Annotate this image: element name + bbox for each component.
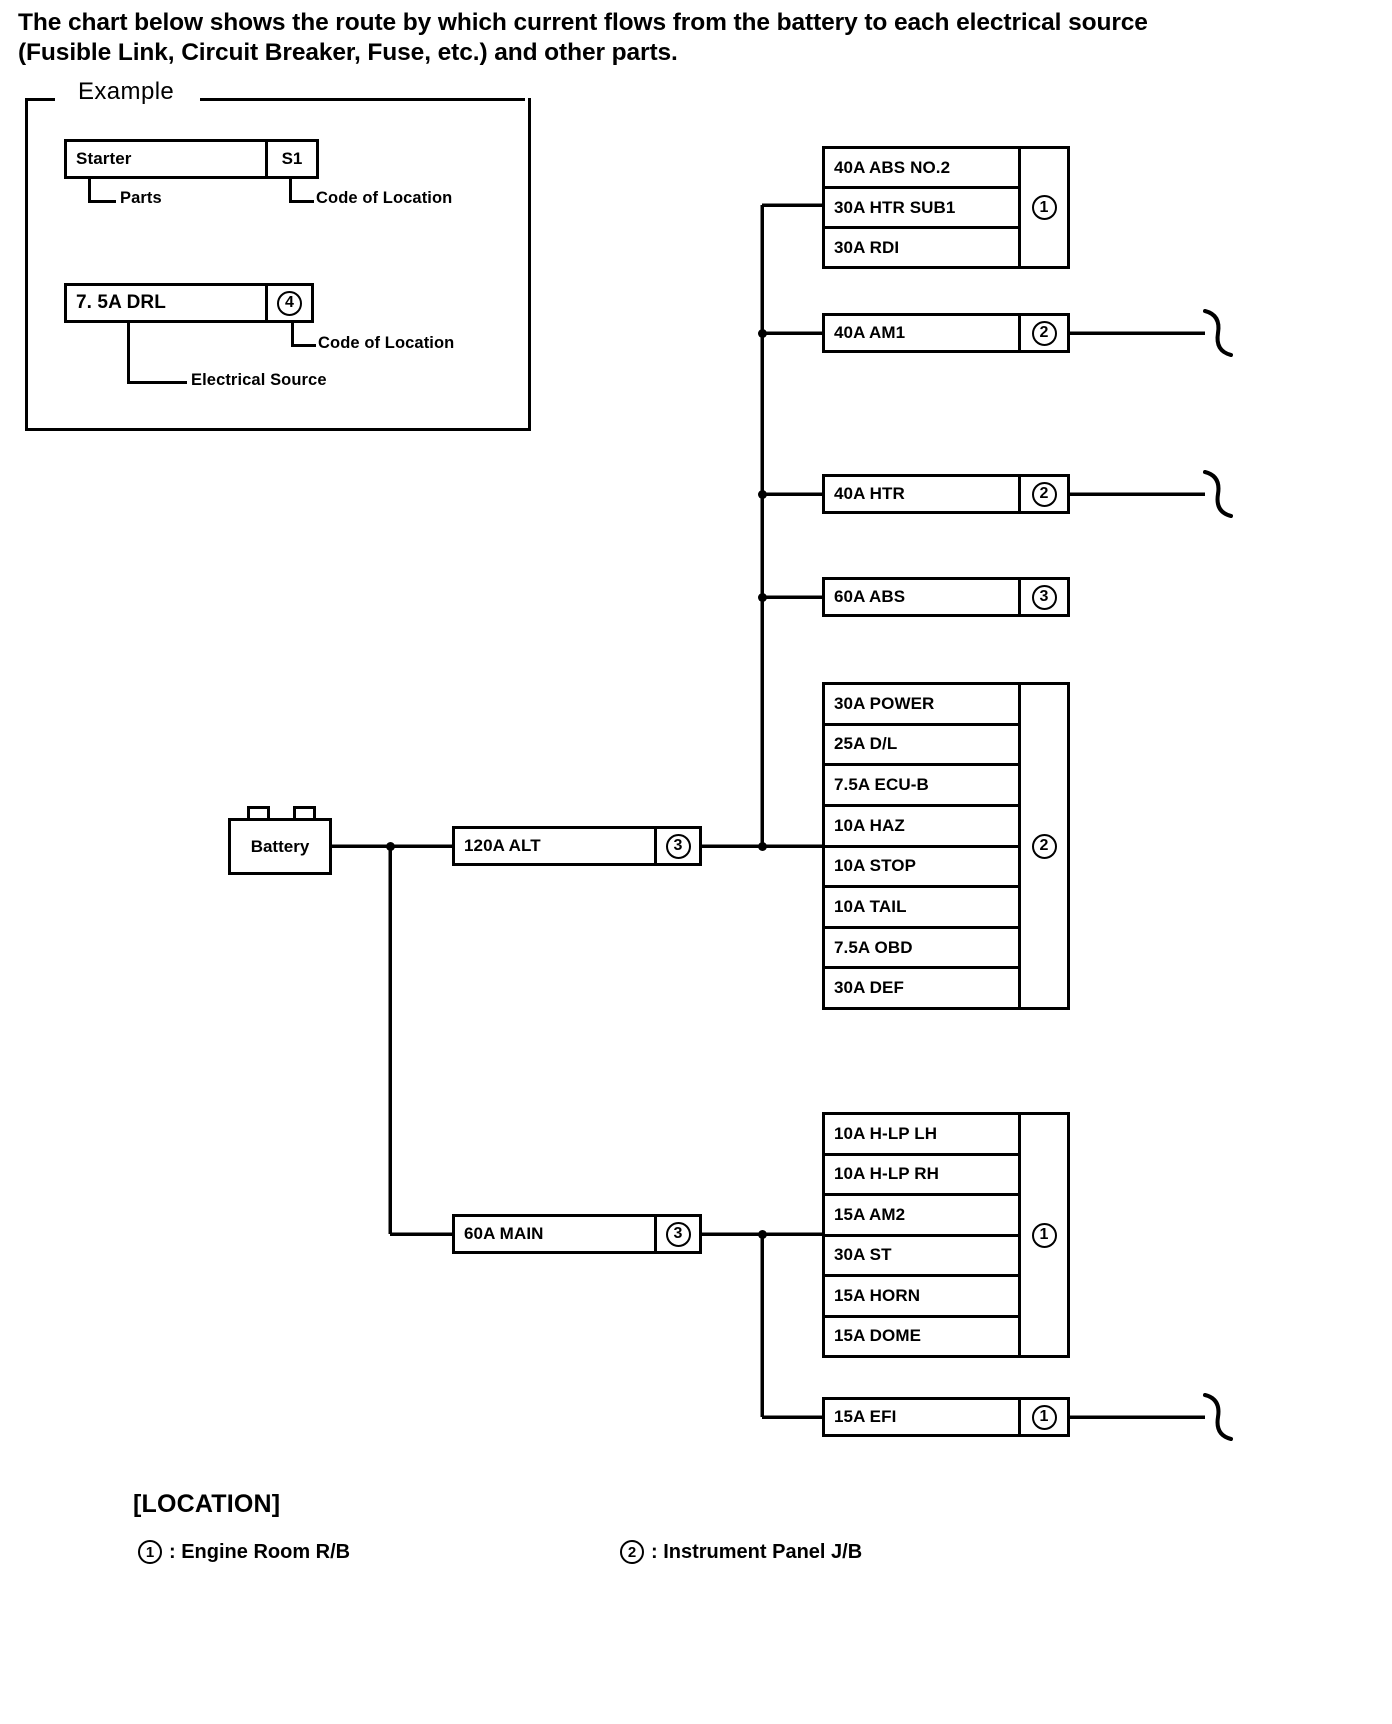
example-code1-label: Code of Location [316,189,453,207]
fuse-htr-code-cell: 2 [1018,477,1067,511]
fuse-row: 10A H-LP RH [825,1156,1018,1196]
location-label-2: : Instrument Panel J/B [651,1540,863,1563]
fuse-row: 25A D/L [825,726,1018,767]
fuse-row: 30A ST [825,1237,1018,1277]
fuse-group-erb-bottom: 10A H-LP LH 10A H-LP RH 15A AM2 30A ST 1… [822,1112,1070,1358]
example-border-top-right [200,98,525,101]
fuse-am1-name: 40A AM1 [834,323,906,342]
fuse-row: 10A STOP [825,848,1018,889]
intro-text: The chart below shows the route by which… [18,8,1198,68]
location-legend-entry-1: 1 : Engine Room R/B [138,1540,350,1564]
fuse-row: 7.5A OBD [825,929,1018,970]
example-parts-leader-v [88,179,91,202]
battery-terminal-negative [293,806,316,819]
fusible-link-alt: 120A ALT 3 [452,826,702,866]
fusible-link-main: 60A MAIN 3 [452,1214,702,1254]
location-code-2: 2 [620,1540,644,1564]
fuse-group-ipjb: 30A POWER 25A D/L 7.5A ECU-B 10A HAZ 10A… [822,682,1070,1010]
fuse-efi: 15A EFI 1 [822,1397,1070,1437]
location-legend-title: [LOCATION] [133,1490,281,1518]
fuse-group-erb-top-code: 1 [1031,195,1057,220]
example-code2-leader-h [291,344,316,347]
example-box [25,98,531,431]
continuation-symbol-am1 [1203,309,1233,357]
fuse-abs: 60A ABS 3 [822,577,1070,617]
location-label-1: : Engine Room R/B [169,1540,351,1563]
example-source-name: 7. 5A DRL [76,292,166,313]
example-part-box: Starter S1 [64,139,319,179]
example-source-code: 4 [277,290,302,316]
fuse-row: 30A POWER [825,685,1018,726]
example-parts-leader-h [88,200,116,203]
fuse-row: 15A AM2 [825,1196,1018,1237]
fusible-link-main-name: 60A MAIN [464,1224,544,1243]
intro-line-2: (Fusible Link, Circuit Breaker, Fuse, et… [18,39,678,66]
example-code2-leader-v [291,323,294,346]
example-source-leader-v [127,323,130,383]
intro-line-1: The chart below shows the route by which… [18,9,1148,36]
fuse-htr: 40A HTR 2 [822,474,1070,514]
fuse-group-erb-bottom-code: 1 [1031,1222,1057,1248]
fuse-efi-name: 15A EFI [834,1407,897,1426]
fuse-abs-name: 60A ABS [834,587,906,606]
fuse-row: 7.5A ECU-B [825,766,1018,807]
fusible-link-alt-code: 3 [665,833,691,859]
example-code1-leader-h [289,200,314,203]
fuse-group-ipjb-rows: 30A POWER 25A D/L 7.5A ECU-B 10A HAZ 10A… [825,685,1018,1007]
fusible-link-main-code: 3 [665,1221,691,1247]
fuse-row: 30A DEF [834,978,904,998]
fuse-am1: 40A AM1 2 [822,313,1070,353]
fuse-row: 15A DOME [834,1326,922,1346]
junction-dot-ipjb [757,841,767,851]
fuse-group-erb-top-code-cell: 1 [1018,149,1067,266]
fuse-abs-code: 3 [1031,584,1057,610]
location-code-1: 1 [138,1540,162,1564]
example-parts-label: Parts [120,189,162,207]
fusible-link-alt-name: 120A ALT [464,836,541,855]
continuation-symbol-efi [1203,1393,1233,1441]
example-part-name: Starter [76,149,132,168]
battery: Battery [228,818,332,875]
junction-dot-am1 [757,328,767,338]
battery-label: Battery [250,836,310,856]
fuse-am1-code-cell: 2 [1018,316,1067,350]
battery-terminal-positive [247,806,270,819]
fuse-row: 10A H-LP LH [825,1115,1018,1156]
fuse-am1-code: 2 [1031,320,1057,346]
fuse-group-erb-bottom-code-cell: 1 [1018,1115,1067,1355]
fusible-link-main-code-cell: 3 [654,1217,699,1251]
example-source-label: Electrical Source [191,371,327,389]
fuse-efi-code: 1 [1031,1404,1057,1430]
example-source-box: 7. 5A DRL 4 [64,283,314,323]
continuation-symbol-htr [1203,470,1233,518]
example-source-leader-h [127,381,187,384]
example-border-top-left [25,98,55,101]
fuse-efi-code-cell: 1 [1018,1400,1067,1434]
location-legend-entry-2: 2 : Instrument Panel J/B [620,1540,862,1564]
fuse-row: 15A HORN [825,1277,1018,1318]
fuse-row: 10A HAZ [825,807,1018,848]
junction-dot-battery [385,841,395,851]
fuse-row: 30A HTR SUB1 [825,189,1018,229]
junction-dot-main [757,1229,767,1239]
fuse-row: 40A ABS NO.2 [825,149,1018,189]
fuse-abs-code-cell: 3 [1018,580,1067,614]
fuse-row: 30A RDI [834,237,900,257]
fusible-link-alt-code-cell: 3 [654,829,699,863]
example-source-code-cell: 4 [265,286,311,320]
example-part-code: S1 [265,142,316,176]
fuse-row: 10A TAIL [825,888,1018,929]
example-code2-label: Code of Location [318,334,455,352]
fuse-htr-code: 2 [1031,481,1057,507]
example-code1-leader-v [289,179,292,202]
example-title: Example [72,78,181,106]
fuse-htr-name: 40A HTR [834,484,905,503]
fuse-group-erb-bottom-rows: 10A H-LP LH 10A H-LP RH 15A AM2 30A ST 1… [825,1115,1018,1355]
fuse-group-erb-top-rows: 40A ABS NO.2 30A HTR SUB1 30A RDI [825,149,1018,266]
fuse-group-ipjb-code-cell: 2 [1018,685,1067,1007]
junction-dot-htr [757,489,767,499]
fuse-group-ipjb-code: 2 [1031,833,1057,859]
junction-dot-abs [757,592,767,602]
fuse-group-erb-top: 40A ABS NO.2 30A HTR SUB1 30A RDI 1 [822,146,1070,269]
